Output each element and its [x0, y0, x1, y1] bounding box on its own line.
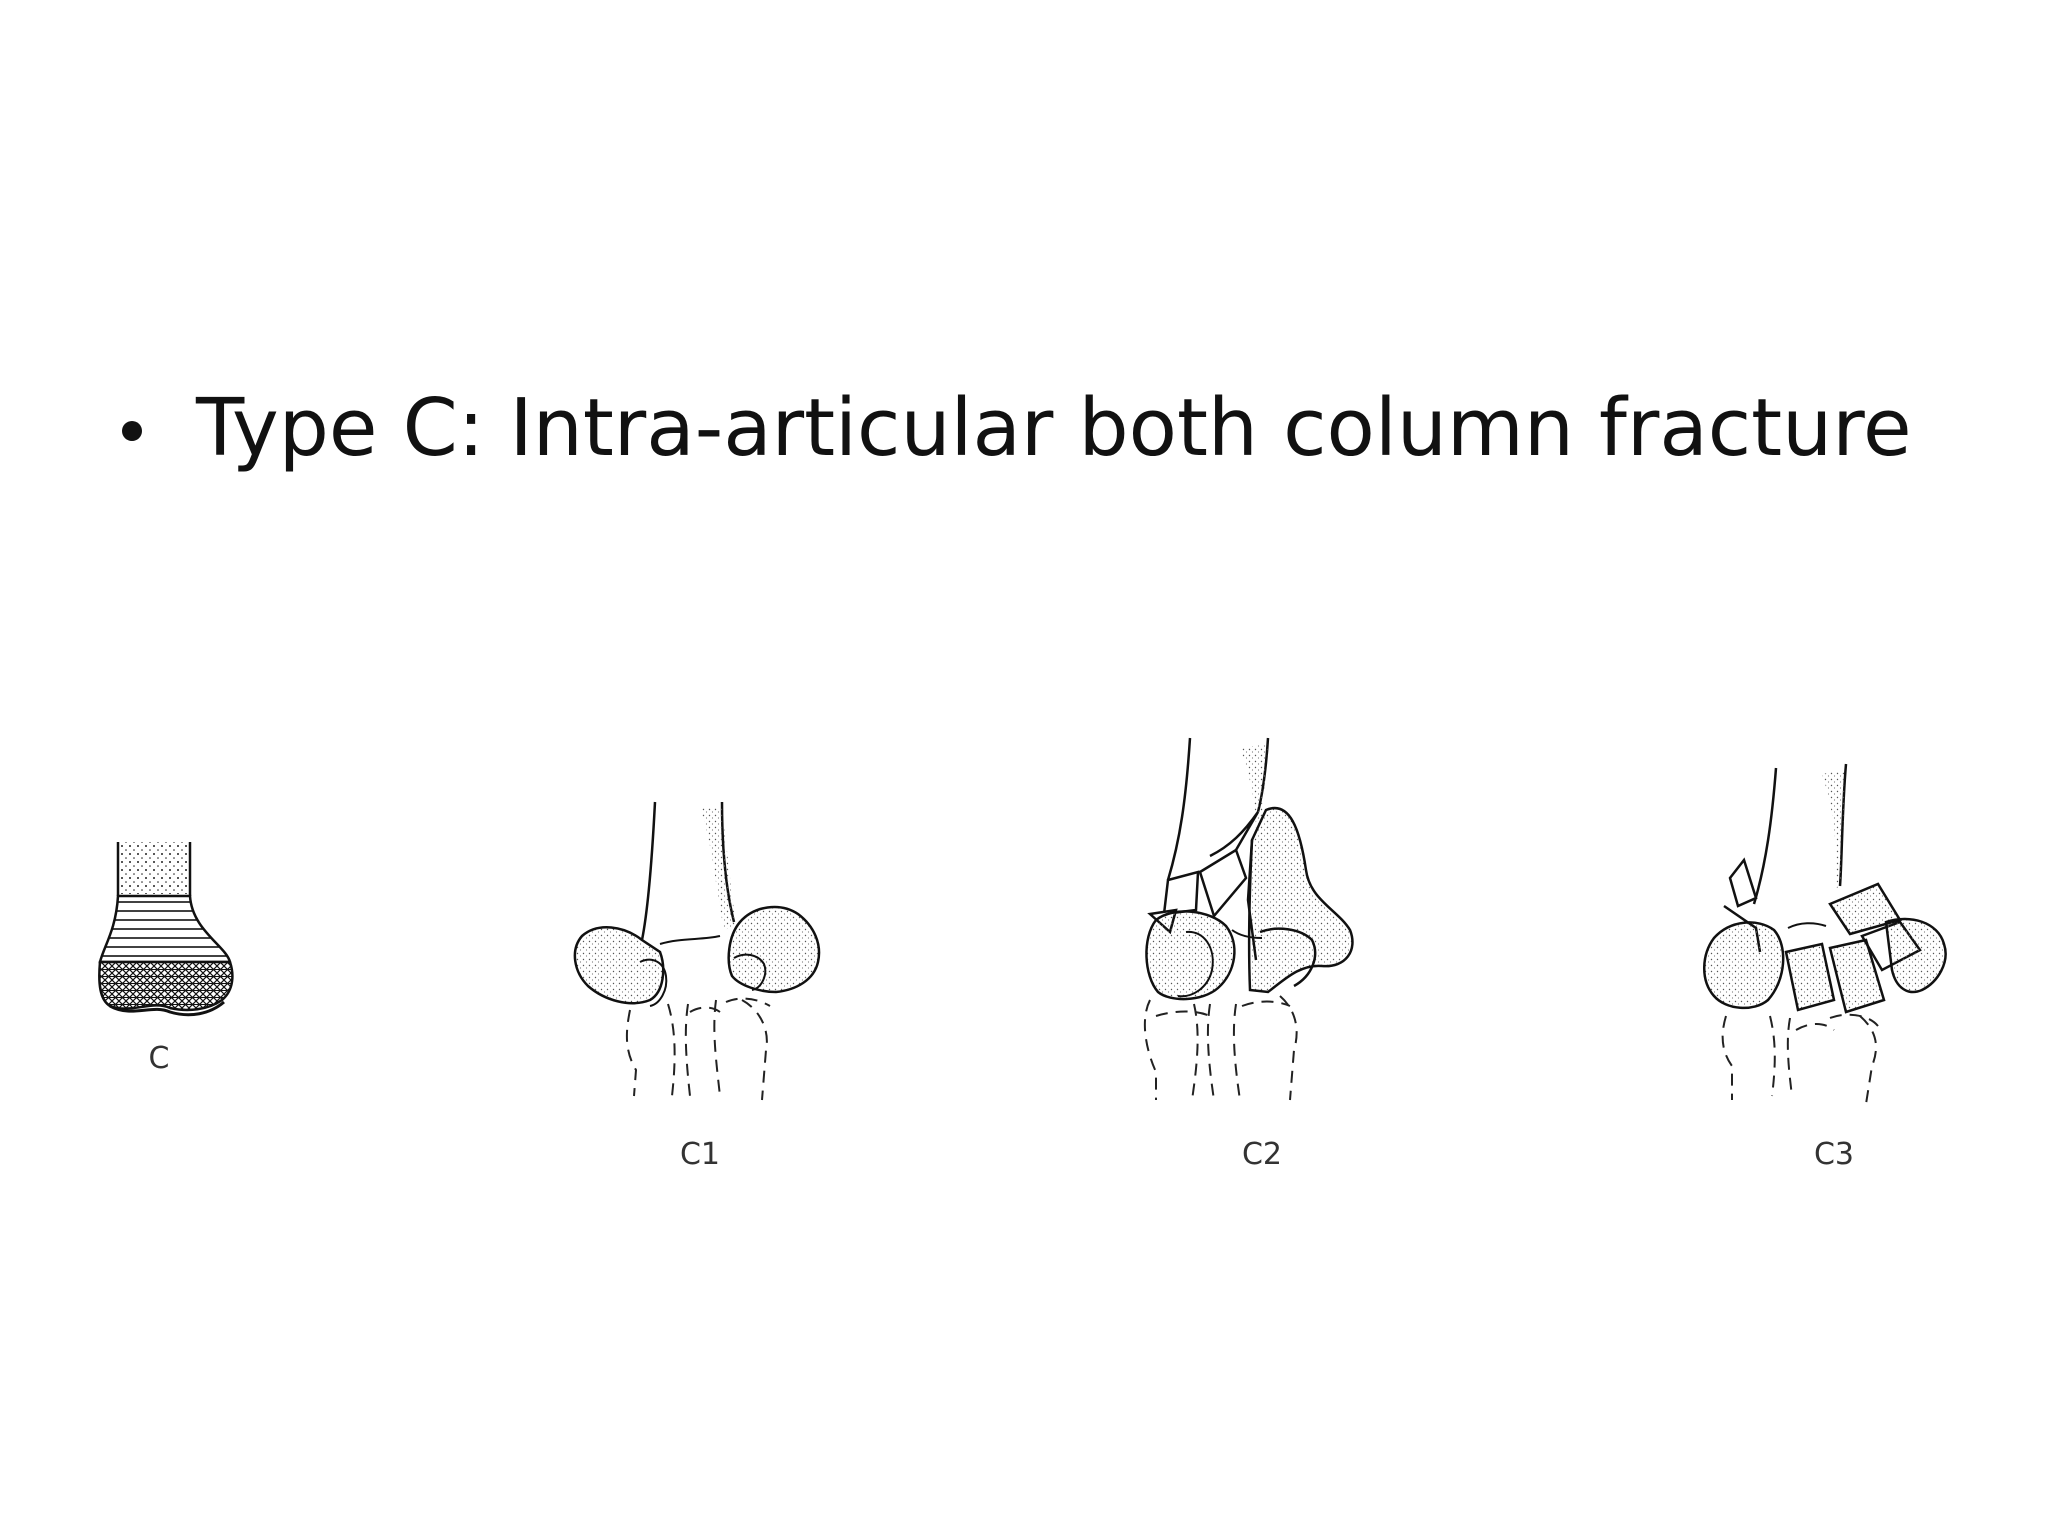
c3-central-block: [1784, 942, 1836, 1012]
diagram-c3: C3: [1703, 763, 1947, 1172]
c2-lateral-column: [1247, 806, 1354, 994]
c1-lateral-fragment: [573, 926, 665, 1005]
bullet-dot-icon: [122, 421, 142, 441]
c3-lateral-round: [1884, 917, 1947, 994]
label-c1: C1: [680, 1137, 720, 1172]
c1-medial-fragment: [727, 905, 821, 994]
label-c: C: [149, 1041, 170, 1076]
diagram-c: C: [98, 842, 234, 1076]
diagram-c1: C1: [573, 801, 821, 1172]
c2-fragment-1: [1162, 870, 1200, 916]
c2-fragment-2: [1198, 848, 1248, 919]
fracture-classification-figure: C C1: [98, 737, 1947, 1172]
diagram-c2: C2: [1143, 737, 1354, 1172]
c3-forearm-dashed: [1721, 1013, 1879, 1105]
c2-oblique-line: [1209, 811, 1260, 858]
c2-medial-fragment: [1145, 910, 1236, 1001]
bullet-item: Type C: Intra-articular both column frac…: [122, 378, 1912, 478]
bullet-text: Type C: Intra-articular both column frac…: [196, 382, 1912, 474]
diagram-c-shaft-dots: [118, 842, 190, 894]
c2-forearm-dashed: [1143, 995, 1298, 1101]
label-c3: C3: [1814, 1137, 1854, 1172]
c3-medial-round: [1703, 921, 1785, 1010]
c3-lateral-block: [1828, 938, 1886, 1014]
label-c2: C2: [1242, 1137, 1282, 1172]
diagram-c-articular-block: [98, 960, 234, 1012]
diagram-c-metaphysis: [98, 894, 232, 964]
c1-forearm-dashed: [625, 997, 771, 1101]
c3-fragment-top: [1728, 857, 1758, 908]
